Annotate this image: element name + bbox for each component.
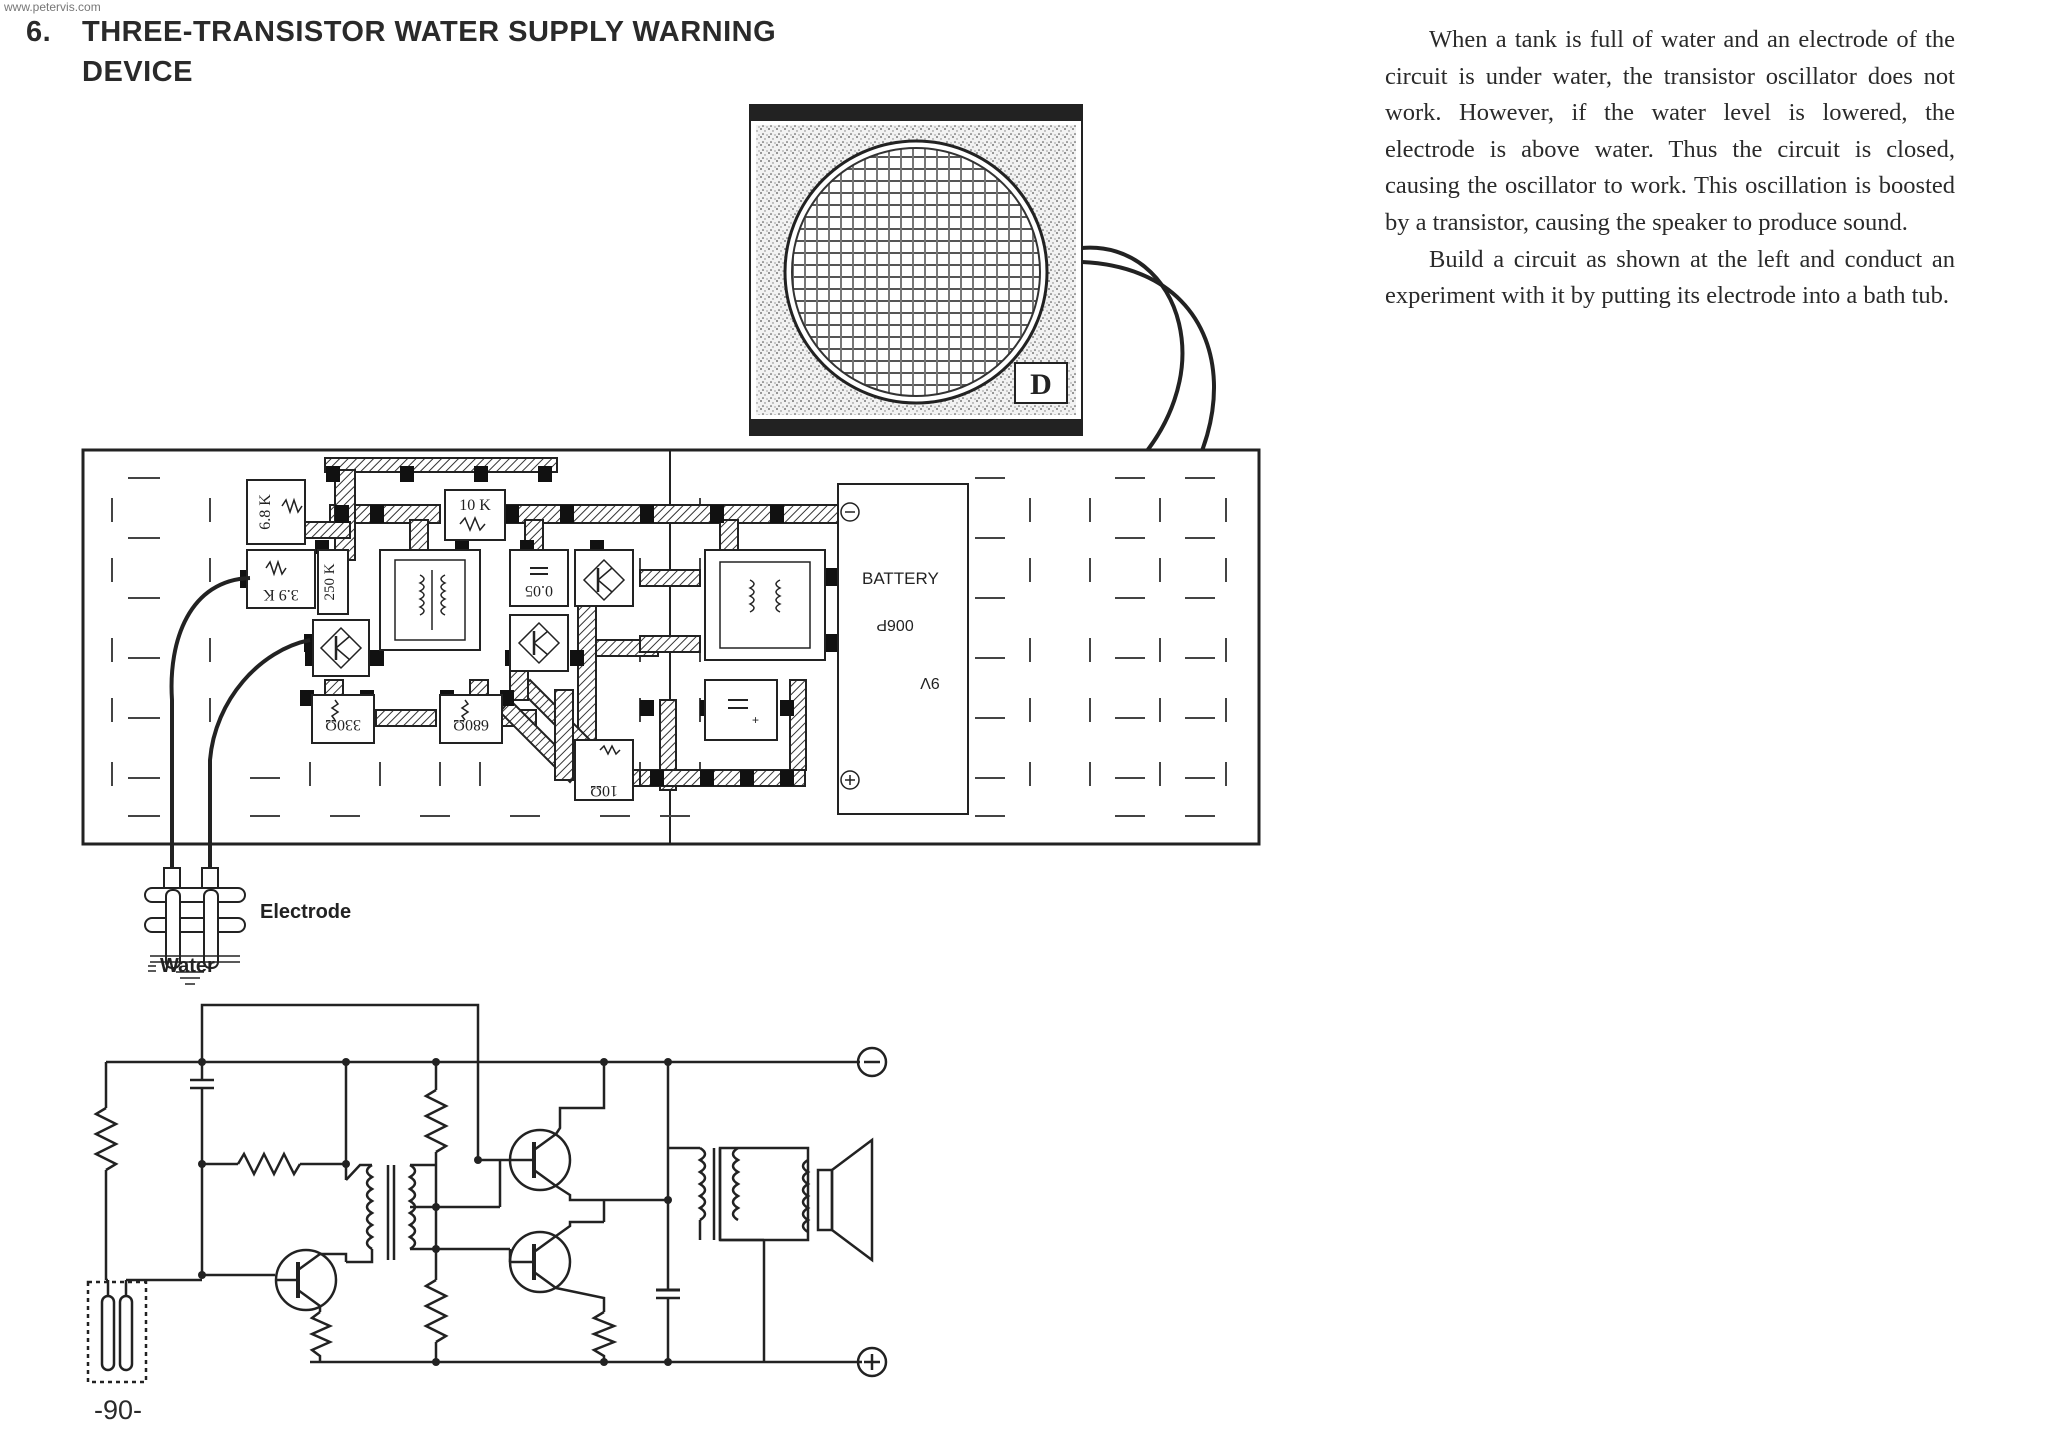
schematic-junctions <box>198 1058 672 1366</box>
breadboard: 6.8 K 10 K 3.9 K 250 K 0.05 <box>81 448 1261 846</box>
svg-text:D: D <box>1030 368 1052 401</box>
page-title: 6.THREE-TRANSISTOR WATER SUPPLY WARNING … <box>26 12 776 92</box>
label-10: 10Ω <box>590 782 618 799</box>
electrode-wires <box>169 576 311 870</box>
label-680: 680Ω <box>453 716 489 733</box>
section-number: 6. <box>26 16 52 48</box>
speaker-illustration: D <box>749 104 1083 436</box>
title-line-1: THREE-TRANSISTOR WATER SUPPLY WARNING <box>82 16 777 48</box>
paragraph-2: Build a circuit as shown at the left and… <box>1385 245 1955 310</box>
battery-voltage: 9V <box>920 674 940 691</box>
label-3k9: 3.9 K <box>263 586 299 603</box>
label-250k: 250 K <box>322 563 338 600</box>
svg-text:+: + <box>752 713 759 727</box>
battery-model: 006P <box>876 616 913 633</box>
title-line-2: DEVICE <box>82 56 193 88</box>
watermark: www.petervis.com <box>4 0 101 14</box>
label-330: 330Ω <box>325 716 361 733</box>
battery-label: BATTERY <box>862 569 939 588</box>
water-label: Water <box>160 955 215 977</box>
electrode-label: Electrode <box>260 901 351 923</box>
label-6k8: 6.8 K <box>257 494 274 530</box>
label-10k: 10 K <box>459 497 491 514</box>
label-005: 0.05 <box>525 582 553 599</box>
page-number: -90- <box>94 1395 143 1425</box>
schematic-diagram <box>86 1003 888 1384</box>
description: When a tank is full of water and an elec… <box>1385 22 1955 315</box>
paragraph-1: When a tank is full of water and an elec… <box>1385 26 1955 236</box>
electrode-probe <box>144 867 246 985</box>
